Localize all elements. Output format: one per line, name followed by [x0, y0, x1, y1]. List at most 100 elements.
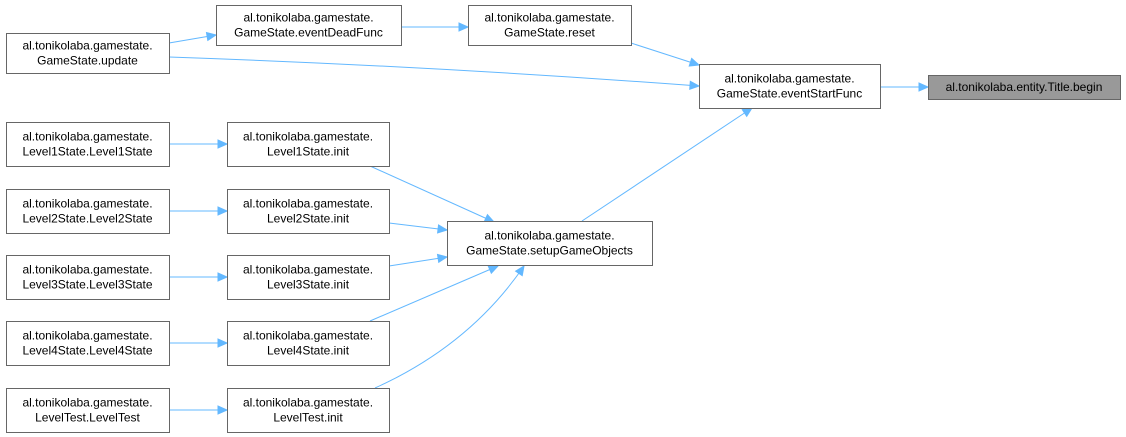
- node-ltctor[interactable]: al.tonikolaba.gamestate.LevelTest.LevelT…: [6, 388, 170, 433]
- edge-line: [369, 265, 499, 322]
- edge-l1ctor-to-l1init: [169, 139, 229, 149]
- node-box[interactable]: [447, 221, 653, 266]
- node-label: GameState.eventStartFunc: [717, 87, 862, 101]
- node-eventStartFunc[interactable]: al.tonikolaba.gamestate.GameState.eventS…: [699, 64, 881, 109]
- node-l1ctor[interactable]: al.tonikolaba.gamestate.Level1State.Leve…: [6, 122, 170, 167]
- edge-line: [388, 222, 448, 231]
- edge-update-to-eventStartFunc: [168, 56, 701, 91]
- arrow-head-icon: [741, 107, 754, 118]
- edge-update-to-eventDeadFunc: [168, 31, 218, 44]
- node-label: Level4State.init: [267, 344, 350, 358]
- node-box[interactable]: [216, 5, 402, 46]
- node-label: GameState.reset: [504, 26, 595, 40]
- edge-line: [388, 256, 448, 267]
- arrow-head-icon: [688, 57, 701, 67]
- arrow-head-icon: [217, 206, 229, 216]
- node-label: LevelTest.LevelTest: [35, 411, 140, 425]
- node-titleBegin[interactable]: al.tonikolaba.entity.Title.begin: [928, 75, 1121, 100]
- arrow-head-icon: [689, 80, 701, 91]
- node-box[interactable]: [227, 321, 390, 366]
- edge-eventStartFunc-to-titleBegin: [880, 82, 930, 92]
- edge-l3ctor-to-l3init: [169, 272, 229, 282]
- node-l2ctor[interactable]: al.tonikolaba.gamestate.Level2State.Leve…: [6, 189, 170, 234]
- arrow-head-icon: [205, 31, 218, 42]
- edge-line: [630, 42, 700, 66]
- node-box[interactable]: [699, 64, 881, 109]
- nodes-layer: al.tonikolaba.gamestate.GameState.update…: [6, 5, 1121, 433]
- arrow-head-icon: [483, 213, 496, 223]
- node-l3ctor[interactable]: al.tonikolaba.gamestate.Level3State.Leve…: [6, 255, 170, 300]
- node-box[interactable]: [6, 321, 170, 366]
- node-label: al.tonikolaba.gamestate.: [484, 229, 614, 243]
- node-box[interactable]: [6, 388, 170, 433]
- node-box[interactable]: [468, 5, 632, 46]
- node-label: Level3State.Level3State: [22, 278, 152, 292]
- node-label: al.tonikolaba.gamestate.: [22, 396, 152, 410]
- node-label: LevelTest.init: [273, 411, 343, 425]
- edge-reset-to-eventStartFunc: [630, 42, 701, 67]
- node-label: Level3State.init: [267, 278, 350, 292]
- node-box[interactable]: [6, 189, 170, 234]
- node-label: Level2State.Level2State: [22, 212, 152, 226]
- arrow-head-icon: [436, 253, 449, 264]
- edge-eventDeadFunc-to-reset: [401, 22, 470, 32]
- edge-line: [581, 107, 753, 222]
- node-update[interactable]: al.tonikolaba.gamestate.GameState.update: [6, 33, 170, 74]
- node-label: al.tonikolaba.gamestate.: [243, 263, 373, 277]
- arrow-head-icon: [217, 272, 229, 282]
- edges-layer: [168, 22, 930, 415]
- node-label: Level1State.init: [267, 145, 350, 159]
- node-label: GameState.eventDeadFunc: [234, 26, 383, 40]
- node-box[interactable]: [928, 75, 1121, 100]
- edge-line: [374, 265, 525, 389]
- edge-line: [168, 56, 700, 87]
- edge-line: [369, 165, 495, 223]
- node-label: GameState.update: [37, 54, 138, 68]
- edge-ltctor-to-ltinit: [169, 405, 229, 415]
- node-box[interactable]: [6, 33, 170, 74]
- node-l1init[interactable]: al.tonikolaba.gamestate.Level1State.init: [227, 122, 390, 167]
- node-box[interactable]: [6, 122, 170, 167]
- node-label: al.tonikolaba.gamestate.: [724, 72, 854, 86]
- node-label: Level2State.init: [267, 212, 350, 226]
- node-box[interactable]: [227, 122, 390, 167]
- node-l4ctor[interactable]: al.tonikolaba.gamestate.Level4State.Leve…: [6, 321, 170, 366]
- node-box[interactable]: [227, 388, 390, 433]
- edge-ltinit-to-setup: [374, 264, 525, 389]
- node-setup[interactable]: al.tonikolaba.gamestate.GameState.setupG…: [447, 221, 653, 266]
- arrow-head-icon: [918, 82, 930, 92]
- node-label: al.tonikolaba.gamestate.: [484, 11, 614, 25]
- node-label: al.tonikolaba.gamestate.: [22, 263, 152, 277]
- arrow-head-icon: [458, 22, 470, 32]
- edge-l4ctor-to-l4init: [169, 338, 229, 348]
- node-label: Level1State.Level1State: [22, 145, 152, 159]
- edge-l2ctor-to-l2init: [169, 206, 229, 216]
- edge-setup-to-eventStartFunc: [581, 107, 754, 222]
- edge-l3init-to-setup: [388, 253, 449, 267]
- node-label: al.tonikolaba.gamestate.: [243, 197, 373, 211]
- edge-l2init-to-setup: [388, 222, 449, 234]
- arrow-head-icon: [217, 139, 229, 149]
- node-reset[interactable]: al.tonikolaba.gamestate.GameState.reset: [468, 5, 632, 46]
- node-box[interactable]: [227, 189, 390, 234]
- node-ltinit[interactable]: al.tonikolaba.gamestate.LevelTest.init: [227, 388, 390, 433]
- node-eventDeadFunc[interactable]: al.tonikolaba.gamestate.GameState.eventD…: [216, 5, 402, 46]
- arrow-head-icon: [487, 265, 500, 275]
- node-label: al.tonikolaba.gamestate.: [22, 130, 152, 144]
- node-l2init[interactable]: al.tonikolaba.gamestate.Level2State.init: [227, 189, 390, 234]
- node-label: al.tonikolaba.gamestate.: [243, 130, 373, 144]
- node-label: al.tonikolaba.entity.Title.begin: [946, 80, 1103, 94]
- node-l3init[interactable]: al.tonikolaba.gamestate.Level3State.init: [227, 255, 390, 300]
- node-label: al.tonikolaba.gamestate.: [243, 329, 373, 343]
- node-box[interactable]: [227, 255, 390, 300]
- node-label: al.tonikolaba.gamestate.: [22, 329, 152, 343]
- node-l4init[interactable]: al.tonikolaba.gamestate.Level4State.init: [227, 321, 390, 366]
- node-label: GameState.setupGameObjects: [466, 244, 633, 258]
- arrow-head-icon: [217, 338, 229, 348]
- arrow-head-icon: [436, 224, 449, 234]
- node-label: al.tonikolaba.gamestate.: [243, 11, 373, 25]
- arrow-head-icon: [217, 405, 229, 415]
- node-box[interactable]: [6, 255, 170, 300]
- node-label: Level4State.Level4State: [22, 344, 152, 358]
